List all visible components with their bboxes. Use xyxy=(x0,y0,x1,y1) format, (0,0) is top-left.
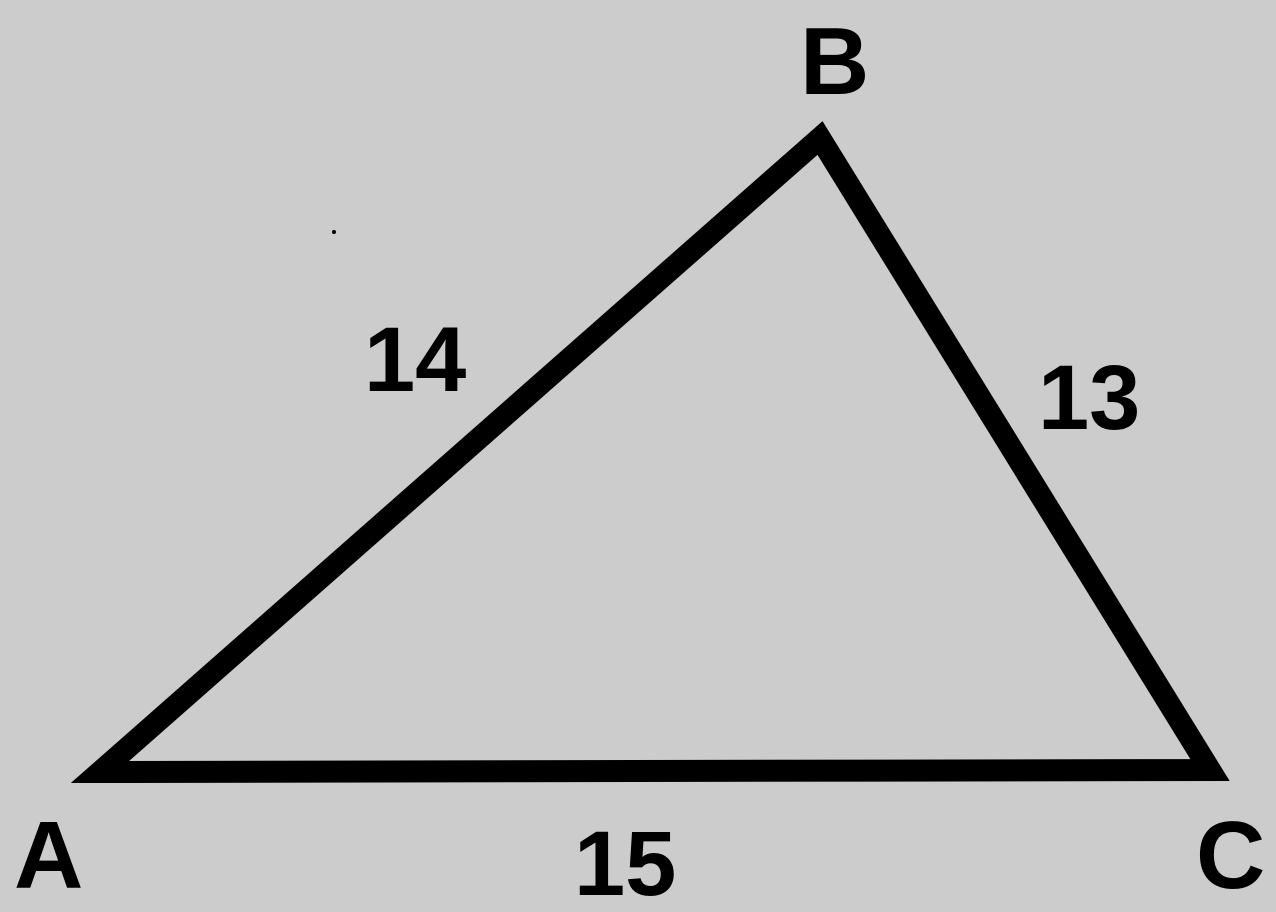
triangle-abc xyxy=(70,121,1230,784)
side-label-ab: 14 xyxy=(364,309,467,411)
side-label-bc: 13 xyxy=(1038,347,1141,449)
speck-dot xyxy=(332,230,336,234)
vertex-label-b: B xyxy=(800,8,870,115)
vertex-label-a: A xyxy=(14,802,84,909)
side-label-ca: 15 xyxy=(574,813,677,912)
vertex-label-c: C xyxy=(1196,802,1266,909)
